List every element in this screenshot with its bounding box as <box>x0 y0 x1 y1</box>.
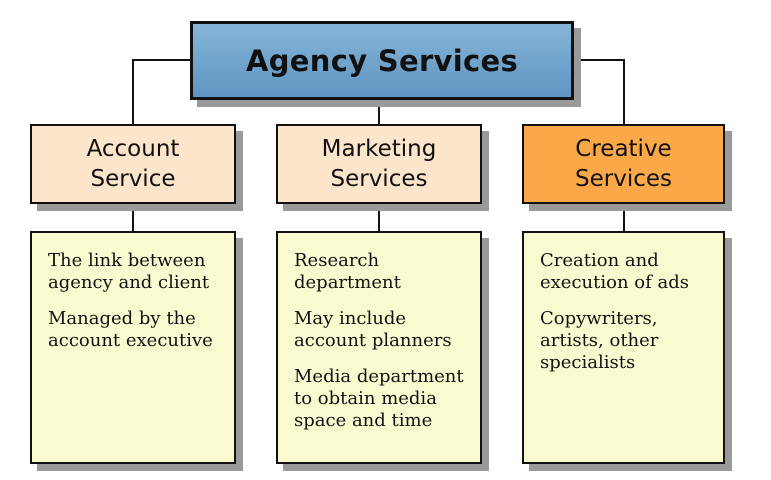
text-line: Creation and <box>540 250 659 271</box>
marketing-services-header-box: Marketing Services <box>276 124 482 204</box>
creative-services-paragraph: Creation and execution of ads <box>540 250 709 294</box>
text-line: execution of ads <box>540 272 689 293</box>
creative-services-header: Creative Services <box>575 134 672 194</box>
header-line: Service <box>90 166 176 192</box>
text-line: Research <box>294 250 380 271</box>
header-line: Services <box>330 166 428 192</box>
text-line: May include <box>294 308 407 329</box>
text-line: to obtain media <box>294 388 437 409</box>
text-line: Media department <box>294 366 464 387</box>
creative-services-body-box: Creation and execution of ads Copywriter… <box>522 231 725 464</box>
header-line: Creative <box>575 136 672 162</box>
marketing-services-body-box: Research department May include account … <box>276 231 482 464</box>
creative-services-header-box: Creative Services <box>522 124 725 204</box>
text-line: Copywriters, <box>540 308 658 329</box>
text-line: account executive <box>48 330 213 351</box>
marketing-services-paragraph: May include account planners <box>294 308 466 352</box>
text-line: agency and client <box>48 272 210 293</box>
diagram-title: Agency Services <box>245 43 519 78</box>
header-line: Marketing <box>321 136 437 162</box>
text-line: The link between <box>48 250 206 271</box>
text-line: specialists <box>540 352 636 373</box>
connector-title-to-account <box>132 59 190 124</box>
title-box: Agency Services <box>190 21 574 100</box>
marketing-services-header: Marketing Services <box>322 134 437 194</box>
text-line: space and time <box>294 410 433 431</box>
text-line: department <box>294 272 401 293</box>
account-service-header: Account Service <box>87 134 180 194</box>
account-service-paragraph: The link between agency and client <box>48 250 220 294</box>
marketing-services-paragraph: Media department to obtain media space a… <box>294 366 466 432</box>
header-line: Services <box>575 166 672 192</box>
header-line: Account <box>86 136 180 162</box>
account-service-body-box: The link between agency and client Manag… <box>30 231 236 464</box>
text-line: artists, other <box>540 330 659 351</box>
connector-title-to-creative <box>574 59 625 124</box>
marketing-services-paragraph: Research department <box>294 250 466 294</box>
text-line: Managed by the <box>48 308 196 329</box>
creative-services-paragraph: Copywriters, artists, other specialists <box>540 308 709 374</box>
text-line: account planners <box>294 330 452 351</box>
account-service-header-box: Account Service <box>30 124 236 204</box>
account-service-paragraph: Managed by the account executive <box>48 308 220 352</box>
